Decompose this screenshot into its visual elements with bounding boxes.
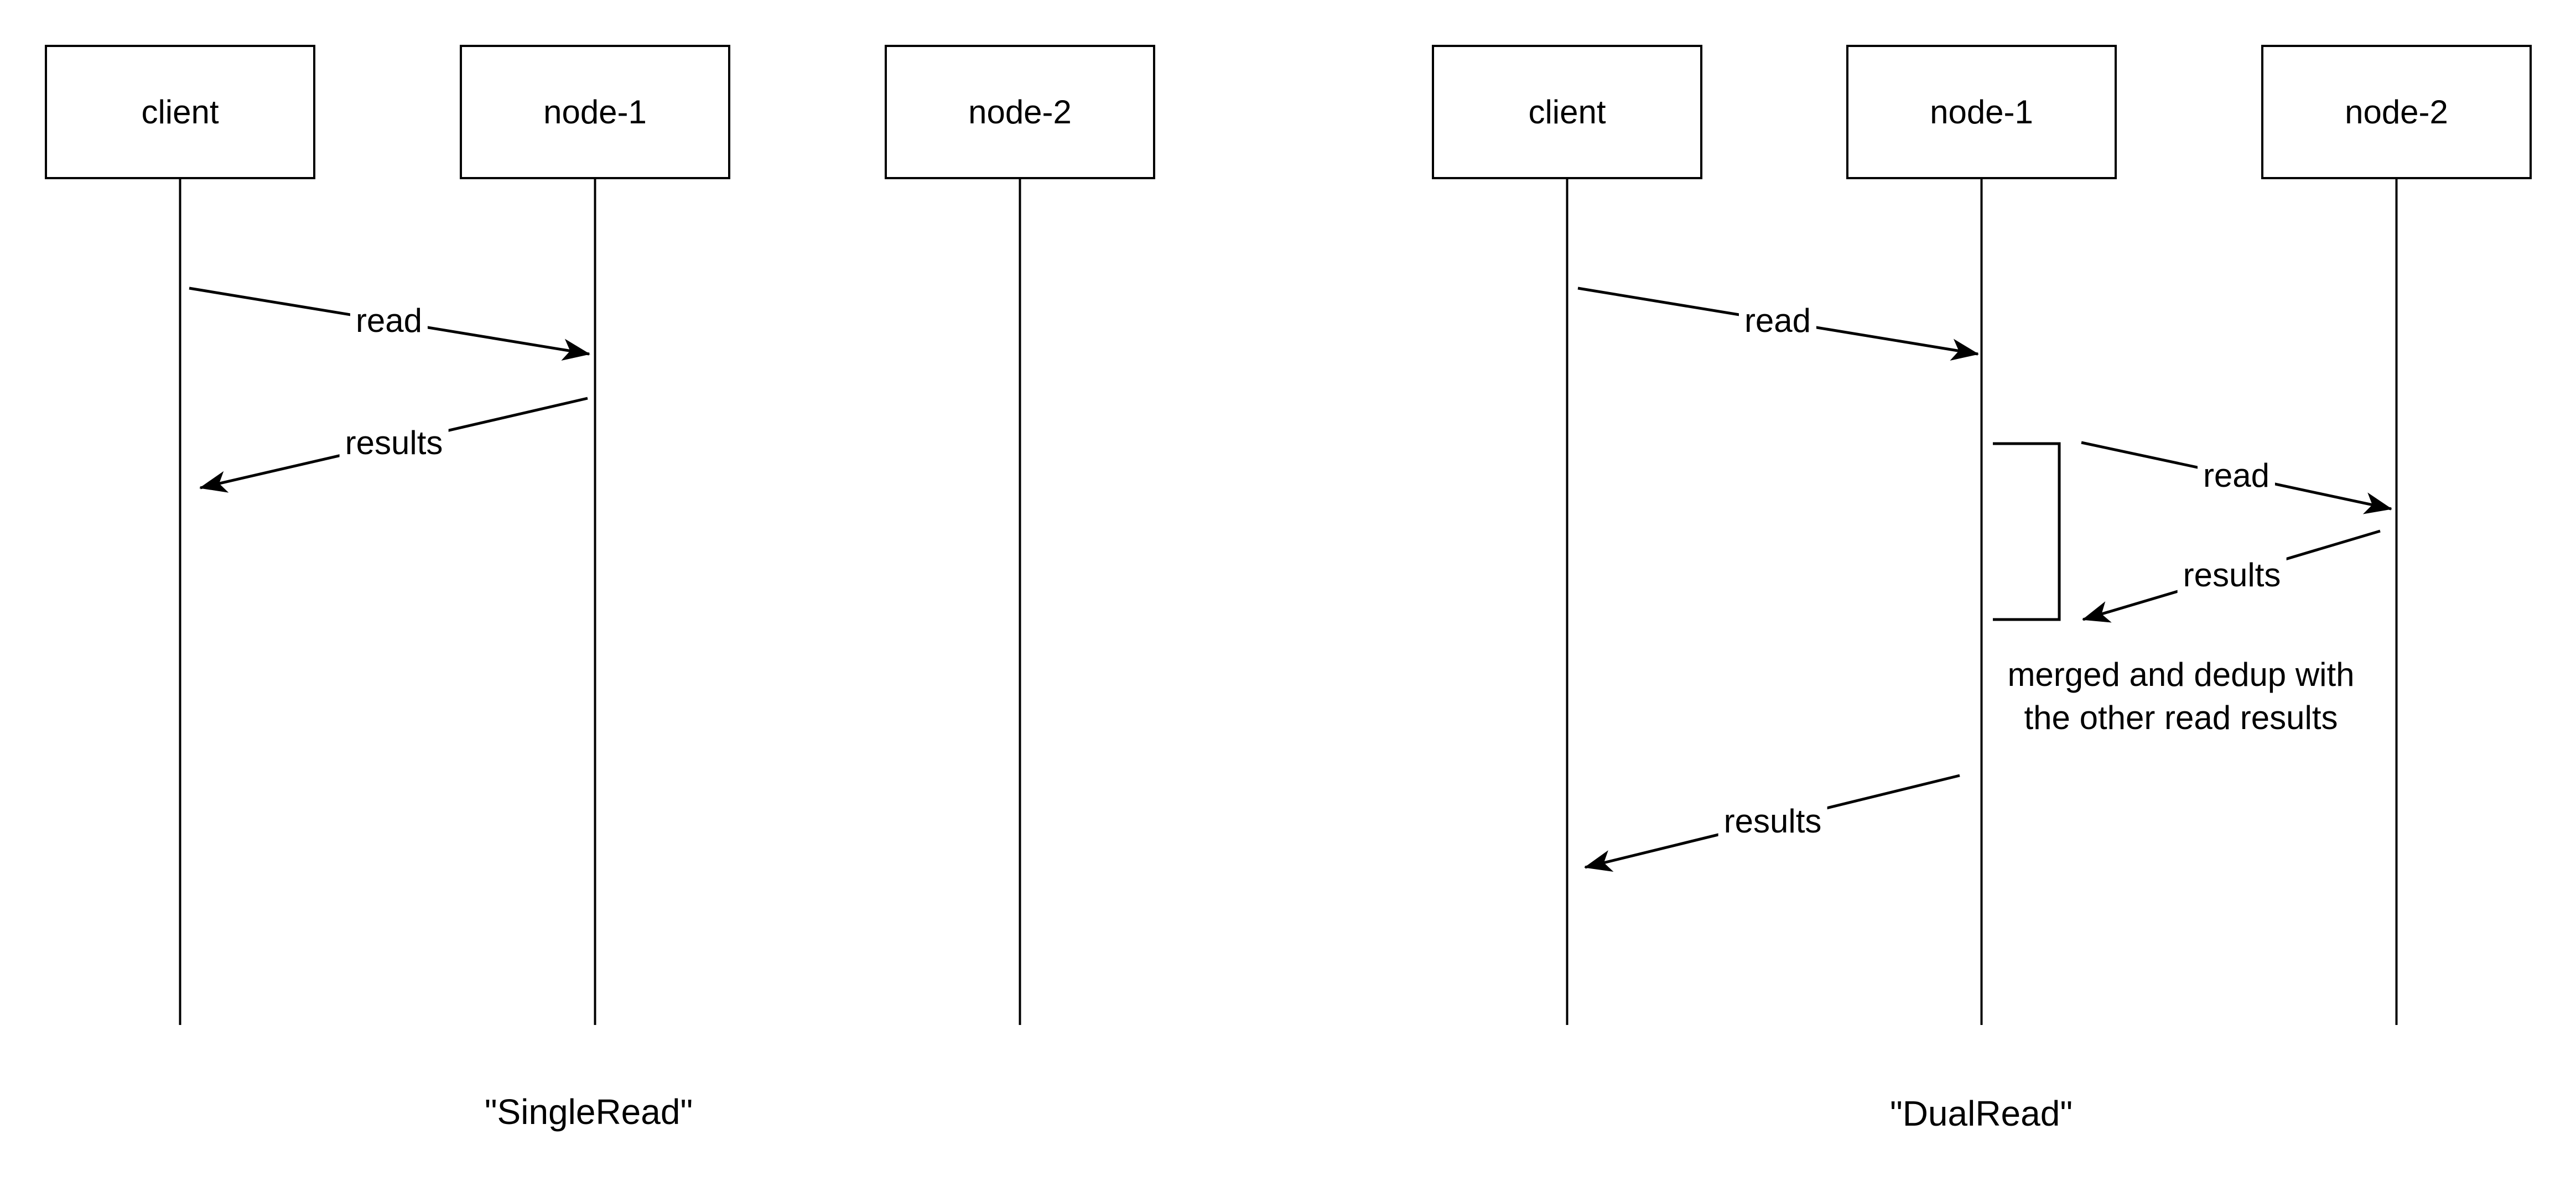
message-label-right-read-node1-node2: read <box>2197 456 2276 495</box>
actor-box-right-node2: node-2 <box>2261 45 2532 179</box>
message-label-left-read: read <box>350 301 428 340</box>
message-label-right-results-node2-node1: results <box>2177 556 2287 595</box>
actor-box-right-client: client <box>1432 45 1702 179</box>
actor-label-left-node1: node-1 <box>543 93 647 131</box>
actor-box-left-client: client <box>45 45 315 179</box>
actor-box-right-node1: node-1 <box>1846 45 2117 179</box>
message-label-right-read-client-node1: read <box>1738 301 1817 340</box>
actor-label-right-node1: node-1 <box>1930 93 2033 131</box>
diagram-title-dualread: "DualRead" <box>1889 1093 2073 1133</box>
actor-box-left-node1: node-1 <box>460 45 730 179</box>
note-merged-dedup: merged and dedup with the other read res… <box>2007 653 2355 740</box>
actor-box-left-node2: node-2 <box>885 45 1155 179</box>
actor-label-right-node2: node-2 <box>2345 93 2448 131</box>
diagram-title-singleread: "SingleRead" <box>484 1091 693 1132</box>
message-label-right-results-node1-client: results <box>1718 802 1827 841</box>
actor-label-left-client: client <box>141 93 219 131</box>
message-label-left-results: results <box>339 424 449 462</box>
activation-bracket-node1 <box>1993 442 2061 621</box>
actor-label-right-client: client <box>1528 93 1606 131</box>
actor-label-left-node2: node-2 <box>968 93 1072 131</box>
